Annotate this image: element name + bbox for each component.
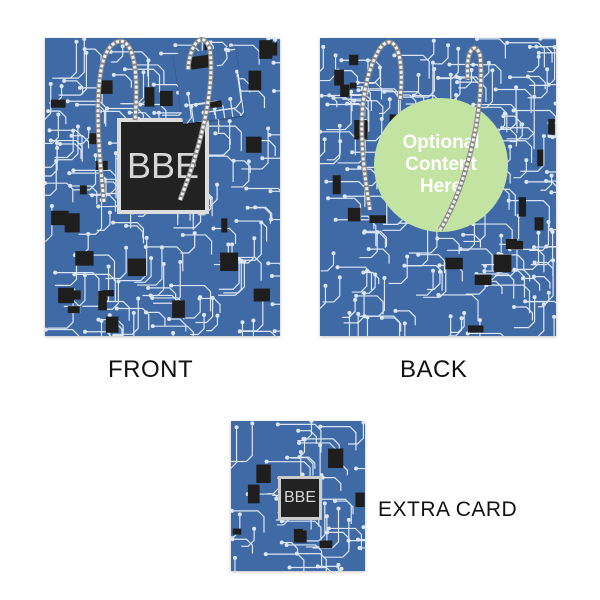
card-chip-text: BBE: [283, 489, 316, 506]
optional-content-text: Optional Content Here: [402, 132, 480, 197]
tag-circuit-pattern: [173, 46, 245, 124]
front-caption: FRONT: [108, 356, 194, 383]
back-bag-image: Optional Content Here: [320, 38, 556, 336]
card-chip-logo: BBE: [278, 476, 322, 520]
front-chip-text: BBE: [126, 145, 200, 186]
optional-content-circle: Optional Content Here: [374, 98, 508, 232]
front-chip-logo: BBE: [117, 118, 209, 214]
extra-card-image: BBE: [231, 421, 365, 571]
front-hang-tag: [173, 46, 245, 124]
back-caption: BACK: [400, 356, 468, 383]
front-bag-image: BBE: [45, 38, 280, 336]
extra-card-caption: EXTRA CARD: [378, 498, 518, 521]
